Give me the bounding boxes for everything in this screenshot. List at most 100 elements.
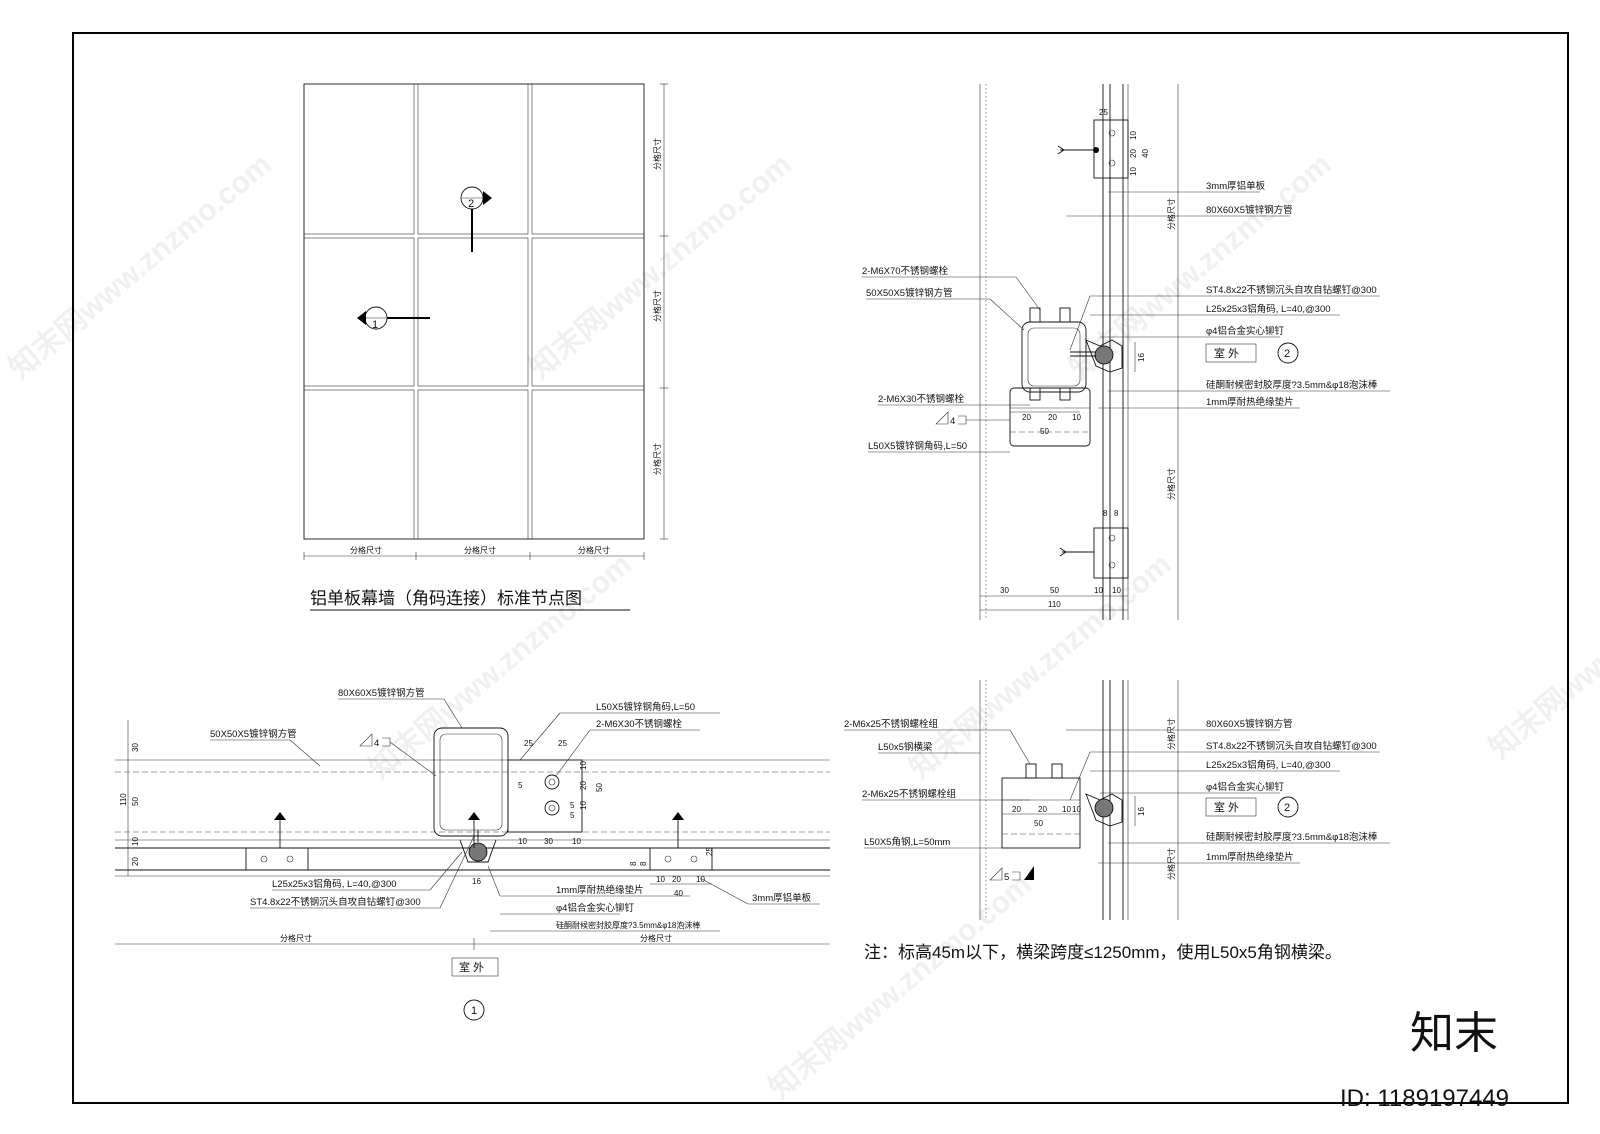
dim-value: 30	[131, 743, 140, 752]
weld-symbol: 4	[950, 416, 955, 427]
watermark: 知末网www.znzmo.com	[523, 148, 797, 386]
brand-logo: 知末	[1410, 1009, 1498, 1058]
detail-marker: 2	[1284, 348, 1290, 360]
watermark: 知末网www.znzmo.com	[3, 148, 277, 386]
callout-label: L25x25x3铝角码, L=40,@300	[272, 878, 397, 890]
callout-label: 1mm厚耐热绝缘垫片	[556, 884, 644, 896]
dim-value: 10	[1072, 805, 1081, 814]
dim-value: 50	[1034, 819, 1043, 828]
dim-value: 10	[131, 837, 140, 846]
callout-label: 1mm厚耐热绝缘垫片	[1206, 851, 1294, 863]
dim-label: 分格尺寸	[1166, 198, 1176, 230]
dim-value: 20	[131, 857, 140, 866]
detail-marker: 2	[1284, 802, 1290, 814]
dim-value: 25	[558, 739, 567, 748]
callout-label: 3mm厚铝单板	[752, 892, 812, 904]
callout-label: 2-M6X30不锈钢螺栓	[878, 393, 965, 405]
dim-value: 8	[629, 861, 638, 866]
dim-value: 10	[572, 837, 581, 846]
section-marker-1: 1	[357, 306, 430, 331]
dim-value: 25	[705, 847, 714, 856]
dim-value: 8	[1103, 509, 1108, 518]
callout-label: φ4铝合金实心铆钉	[1206, 325, 1284, 337]
top-aluminum-clip	[1057, 119, 1129, 179]
dim-value: 30	[544, 837, 553, 846]
dim-label: 分格尺寸	[1166, 848, 1176, 880]
dim-label: 分格尺寸	[1166, 468, 1176, 500]
dim-value: 20	[579, 781, 588, 790]
dim-value: 110	[1048, 600, 1061, 609]
section-2-vertical: 25 10 20 40 10 16 20 20 10 5	[862, 84, 1390, 620]
steel-angle-clip	[507, 759, 583, 833]
callout-label: ST4.8x22不锈钢沉头自攻自钻螺钉@300	[1206, 740, 1377, 752]
dim-value: 40	[1141, 149, 1150, 158]
callout-label: 80X60X5镀锌钢方管	[1206, 718, 1293, 730]
dim-value: 25	[524, 739, 533, 748]
dim-value: 40	[674, 889, 683, 898]
marker-label: 1	[372, 319, 378, 331]
joint-seal	[459, 830, 497, 863]
dim-value: 10	[1129, 167, 1138, 176]
dim-value: 20	[1022, 413, 1031, 422]
dim-value: 30	[1000, 586, 1009, 595]
dim-value: 10	[518, 837, 527, 846]
dim-value: 20	[672, 875, 681, 884]
dim-label: 分格尺寸	[464, 545, 496, 555]
dim-value: 20	[1048, 413, 1057, 422]
dim-value: 16	[1137, 353, 1146, 362]
callout-label: 2-M6X30不锈钢螺栓	[596, 718, 683, 730]
joint-seal	[1070, 339, 1123, 373]
outside-tag	[451, 957, 499, 977]
dim-value: 8	[1114, 509, 1119, 518]
dim-label: 分格尺寸	[640, 933, 672, 943]
callout-label: ST4.8x22不锈钢沉头自攻自钻螺钉@300	[1206, 284, 1377, 296]
dim-value: 10	[1072, 413, 1081, 422]
watermark: 知末网www.znzmo.com	[1483, 528, 1600, 766]
callout-label: L25x25x3铝角码, L=40,@300	[1206, 303, 1331, 315]
dim-value: 16	[1137, 807, 1146, 816]
callout-label: 硅酮耐候密封胶厚度?3.5mm&φ18泡沫棒	[1206, 831, 1378, 843]
dim-value: 20	[1129, 149, 1138, 158]
callout-label: 2-M6x25不锈钢螺栓组	[844, 718, 938, 730]
dim-value: 50	[595, 783, 604, 792]
dim-label: 分格尺寸	[652, 443, 662, 475]
right-aluminum-clip	[649, 812, 713, 871]
outside-label: 室 外	[459, 960, 484, 974]
callout-label: L25x25x3铝角码, L=40,@300	[1206, 759, 1331, 771]
steel-bracket	[1009, 307, 1091, 447]
dim-value: 10	[656, 875, 665, 884]
section-2-alt: 20 20 10 10 50 16 分格尺寸 分格尺寸 5 2-M6x25不锈钢…	[844, 680, 1390, 920]
dim-value: 10	[579, 761, 588, 770]
callout-label: 2-M6x25不锈钢螺栓组	[862, 788, 956, 800]
dim-label: 分格尺寸	[578, 545, 610, 555]
callout-label: 50X50X5镀锌钢方管	[866, 287, 953, 299]
callout-label: 3mm厚铝单板	[1206, 180, 1266, 192]
callout-label: L50x5钢横梁	[878, 741, 933, 753]
dim-value: 5	[570, 811, 575, 820]
dim-value: 5	[570, 801, 575, 810]
design-note: 注：标高45m以下，横梁跨度≤1250mm，使用L50x5角钢横梁。	[864, 942, 1342, 962]
callout-label: 50X50X5镀锌钢方管	[210, 728, 297, 740]
dim-value: 25	[1099, 108, 1108, 117]
callout-label: L50X5镀锌钢角码,L=50	[868, 440, 967, 452]
callout-label: φ4铝合金实心铆钉	[1206, 781, 1284, 793]
detail-marker: 1	[471, 1005, 477, 1017]
dim-value: 10	[1129, 131, 1138, 140]
callout-label: 2-M6X70不锈钢螺栓	[862, 265, 949, 277]
elevation-title: 铝单板幕墙（角码连接）标准节点图	[310, 589, 582, 608]
marker-label: 2	[468, 198, 474, 210]
dim-value: 10	[1112, 586, 1121, 595]
elevation-view: 分格尺寸 分格尺寸 分格尺寸 分格尺寸 分格尺寸 分格尺寸 2 1 铝单板幕墙（…	[303, 83, 668, 611]
dim-value: 50	[1050, 586, 1059, 595]
outside-tag	[1205, 343, 1257, 363]
dim-value: 110	[119, 793, 128, 806]
watermark: 知末网www.znzmo.com	[903, 548, 1177, 786]
callout-label: 80X60X5镀锌钢方管	[338, 687, 425, 699]
dim-value: 20	[1012, 805, 1021, 814]
dim-label: 分格尺寸	[350, 545, 382, 555]
dim-value: 8	[639, 861, 648, 866]
callout-label: 1mm厚耐热绝缘垫片	[1206, 396, 1294, 408]
asset-id: ID: 1189197449	[1340, 1085, 1509, 1112]
left-aluminum-clip	[245, 812, 309, 871]
